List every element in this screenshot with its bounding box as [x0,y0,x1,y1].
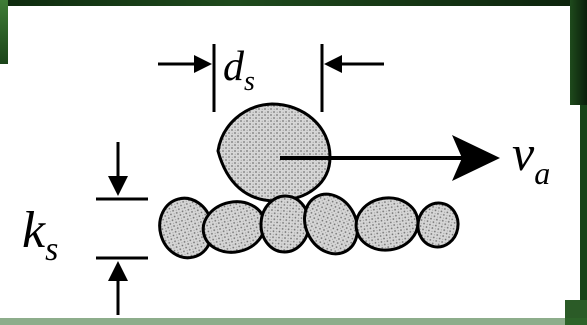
frame-top-edge [0,0,587,6]
diameter-label: ds [223,44,255,97]
bed-grain [259,194,311,254]
frame-left-tab [0,0,8,64]
diameter-left-arrowhead [194,55,212,73]
diameter-right-arrowhead [324,55,342,73]
roughness-dimension [96,142,148,315]
roughness-label: ks [22,202,58,268]
velocity-label: va [512,125,550,191]
roughness-bottom-arrowhead [108,261,128,281]
velocity-arrow [280,135,500,181]
bed-grain [416,201,460,249]
roughness-top-arrowhead [108,176,128,196]
frame-bottom-edge [0,318,587,325]
bed-grain-row [158,192,460,260]
frame-right-tab [570,0,587,105]
frame-right-edge [580,105,587,325]
bed-grain [201,200,267,254]
bed-grain [354,196,420,252]
sediment-particle [216,102,332,203]
velocity-arrowhead [452,135,500,181]
bed-grain [303,192,359,256]
diameter-dimension [158,44,384,112]
